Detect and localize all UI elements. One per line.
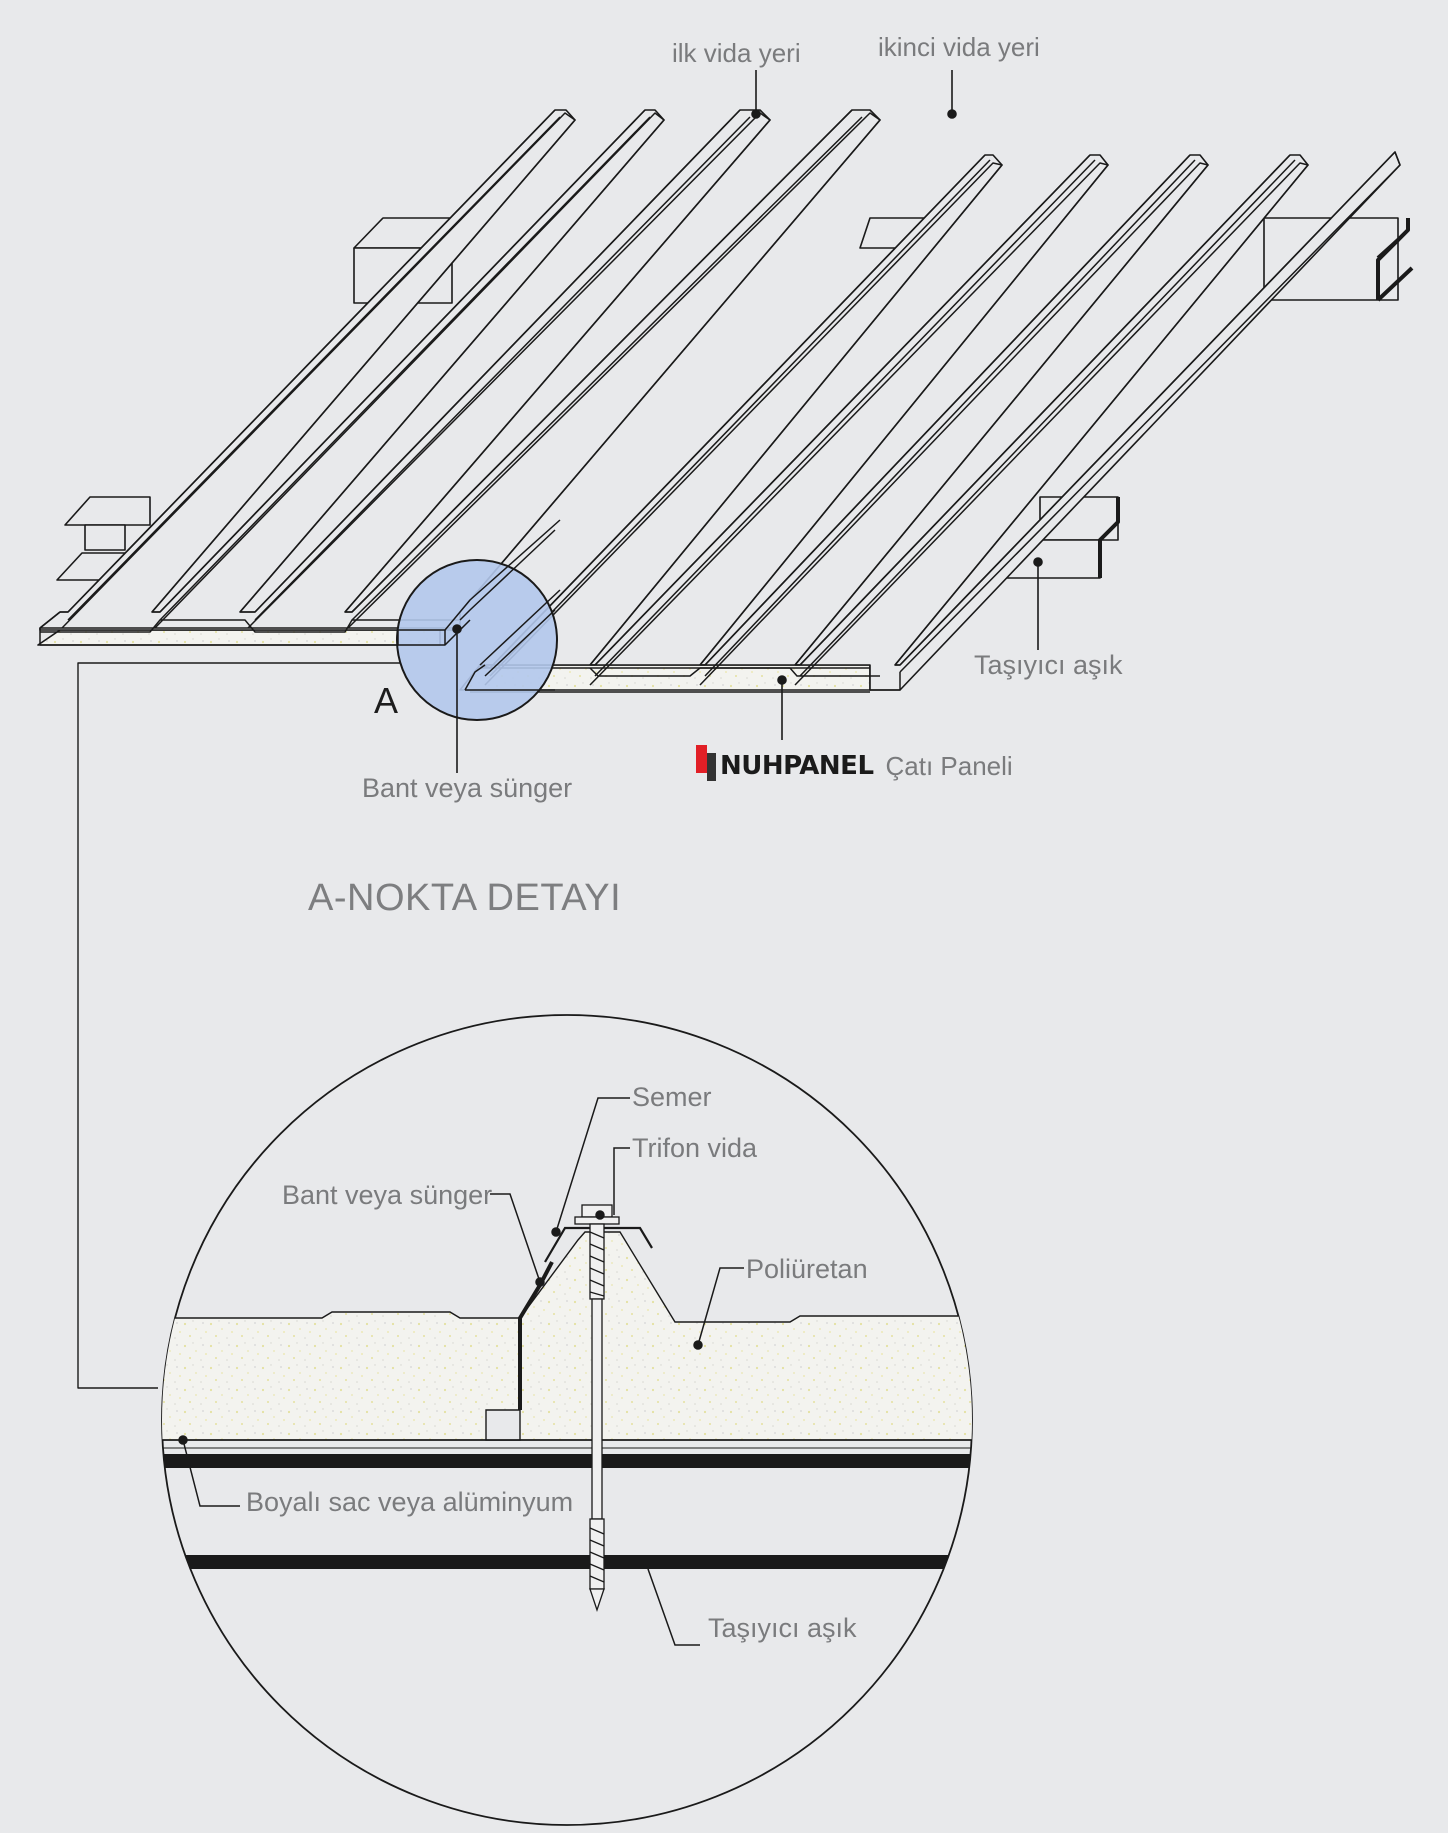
left-panel-ribs [39, 109, 881, 646]
detail-a-contents [397, 519, 561, 691]
purlin-label-top: Taşıyıcı aşık [974, 650, 1123, 680]
brand-logo: NUHPANEL Çatı Paneli [696, 745, 1013, 781]
saddle-label: Semer [632, 1082, 712, 1112]
detail-a-circle [396, 559, 558, 721]
first-screw-label: ilk vida yeri [672, 38, 801, 68]
detail-marker-a: A [374, 680, 399, 721]
tape-strip [518, 1261, 554, 1410]
front-purlin-end [1098, 497, 1120, 578]
polyurethane-label: Poliüretan [746, 1254, 868, 1284]
iso-leaders [452, 70, 1043, 773]
detail-title: A-NOKTA DETAYI [308, 877, 622, 919]
brand-name: NUHPANEL [720, 751, 874, 781]
brand-suffix: Çatı Paneli [885, 750, 1013, 781]
detail-view [161, 1014, 973, 1826]
screw-label: Trifon vida [632, 1133, 758, 1163]
purlin-label-detail: Taşıyıcı aşık [708, 1613, 857, 1643]
detail-leaders [178, 1097, 744, 1646]
tape-label-top: Bant veya sünger [362, 773, 573, 803]
right-panel-ribs [470, 151, 1401, 693]
sheet-label: Boyalı sac veya alüminyum [246, 1487, 574, 1517]
purlin-bar [162, 1555, 972, 1569]
detail-a-leader [77, 662, 400, 1389]
brand-mark-icon [696, 745, 718, 781]
tape-label-detail: Bant veya sünger [282, 1180, 493, 1210]
second-screw-label: ikinci vida yeri [878, 32, 1040, 62]
trifon-screw [574, 1204, 620, 1613]
sheet-bar [162, 1454, 972, 1468]
isometric-view [37, 109, 1414, 1389]
